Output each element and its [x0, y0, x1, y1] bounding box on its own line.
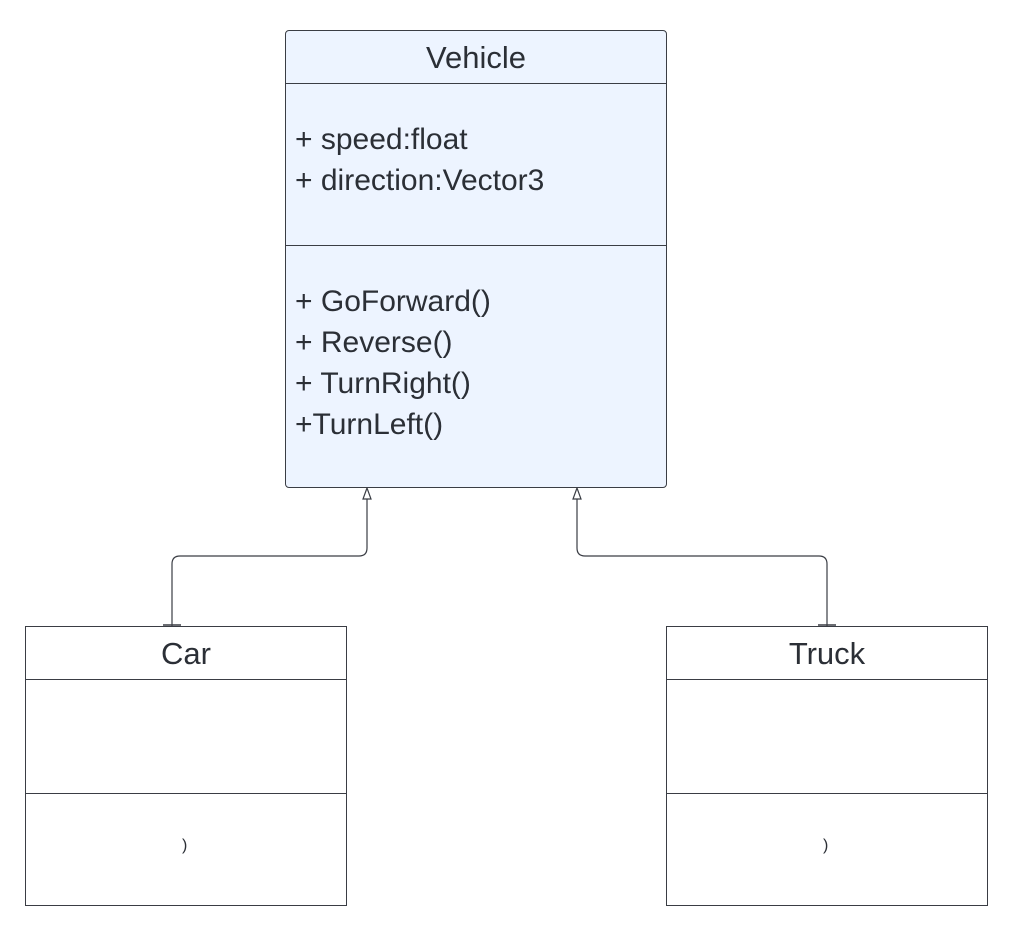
generalization-car-to-vehicle[interactable] [163, 486, 372, 626]
operation-go-forward: + GoForward() [295, 285, 491, 318]
class-vehicle-name: Vehicle [286, 31, 666, 84]
generalization-truck-to-vehicle[interactable] [572, 486, 836, 626]
class-car-operations: ) [26, 794, 346, 905]
operation-turn-left: +TurnLeft() [295, 408, 444, 441]
class-car-name: Car [26, 627, 346, 680]
attribute-direction: + direction:Vector3 [295, 164, 545, 197]
inheritance-arrowhead-truck [572, 486, 582, 500]
attribute-speed: + speed:float [295, 123, 468, 156]
class-vehicle-operations: + GoForward() + Reverse() + TurnRight() … [286, 246, 666, 487]
class-vehicle-attributes: + speed:float + direction:Vector3 [286, 84, 666, 246]
operation-turn-right: + TurnRight() [295, 367, 471, 400]
class-truck-operations: ) [667, 794, 987, 905]
class-truck-attributes [667, 680, 987, 794]
inheritance-arrowhead-car [362, 486, 372, 500]
class-truck-operations-text: ) [823, 837, 829, 854]
connector-car-vehicle [171, 498, 368, 626]
connector-truck-vehicle [576, 498, 828, 626]
operation-reverse: + Reverse() [295, 326, 453, 359]
class-truck[interactable]: Truck ) [666, 626, 988, 906]
class-car-attributes [26, 680, 346, 794]
class-vehicle[interactable]: Vehicle + speed:float + direction:Vector… [285, 30, 667, 488]
class-car[interactable]: Car ) [25, 626, 347, 906]
class-truck-name: Truck [667, 627, 987, 680]
class-car-operations-text: ) [182, 837, 188, 854]
